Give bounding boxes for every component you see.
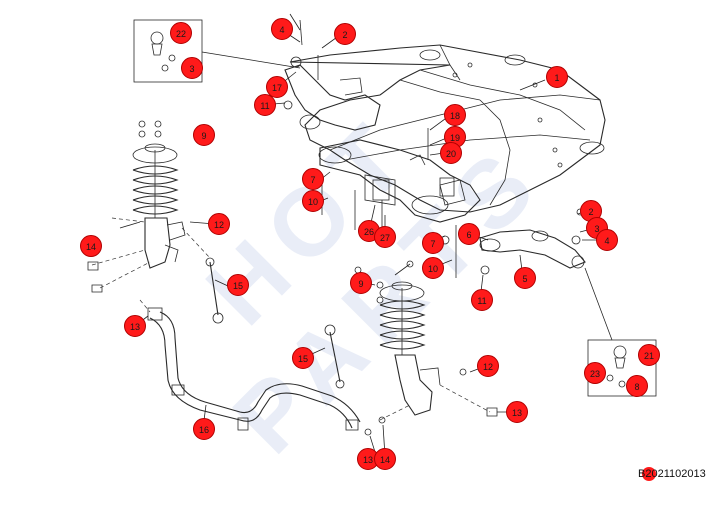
callout-12[interactable]: 12 xyxy=(208,213,230,235)
callout-17[interactable]: 17 xyxy=(266,76,288,98)
callout-16[interactable]: 16 xyxy=(193,418,215,440)
upper-control-arm-left xyxy=(284,56,381,131)
callout-4[interactable]: 4 xyxy=(596,229,618,251)
callout-22[interactable]: 22 xyxy=(170,22,192,44)
subframe-crossmember xyxy=(289,44,606,213)
right-strut-assembly xyxy=(376,260,498,421)
callout-2[interactable]: 2 xyxy=(334,23,356,45)
callout-10[interactable]: 10 xyxy=(302,190,324,212)
callout-2[interactable]: 2 xyxy=(580,200,602,222)
callout-13[interactable]: 13 xyxy=(506,401,528,423)
callout-5[interactable]: 5 xyxy=(514,267,536,289)
front-crossmember xyxy=(318,139,481,223)
callout-9[interactable]: 9 xyxy=(350,272,372,294)
callout-23[interactable]: 23 xyxy=(584,362,606,384)
callout-7[interactable]: 7 xyxy=(422,232,444,254)
suspension-exploded-diagram xyxy=(87,13,657,457)
callout-20[interactable]: 20 xyxy=(440,142,462,164)
reference-marker xyxy=(642,467,656,481)
callout-27[interactable]: 27 xyxy=(374,226,396,248)
callout-12[interactable]: 12 xyxy=(477,355,499,377)
callout-11[interactable]: 11 xyxy=(471,289,493,311)
callout-21[interactable]: 21 xyxy=(638,344,660,366)
left-strut-assembly xyxy=(87,120,186,293)
callout-3[interactable]: 3 xyxy=(181,57,203,79)
lower-control-arm xyxy=(479,229,613,341)
callout-4[interactable]: 4 xyxy=(271,18,293,40)
fasteners xyxy=(283,19,584,436)
ball-joint-inset-top xyxy=(133,19,301,83)
diagram-reference-code: B2021102013 xyxy=(638,468,706,480)
callout-13[interactable]: 13 xyxy=(124,315,146,337)
callout-9[interactable]: 9 xyxy=(193,124,215,146)
callout-18[interactable]: 18 xyxy=(444,104,466,126)
callout-14[interactable]: 14 xyxy=(80,235,102,257)
callout-11[interactable]: 11 xyxy=(254,94,276,116)
callout-14[interactable]: 14 xyxy=(374,448,396,470)
callout-15[interactable]: 15 xyxy=(292,347,314,369)
callout-7[interactable]: 7 xyxy=(302,168,324,190)
left-stabilizer-link xyxy=(181,227,224,324)
callout-10[interactable]: 10 xyxy=(422,257,444,279)
callout-1[interactable]: 1 xyxy=(546,66,568,88)
callout-8[interactable]: 8 xyxy=(626,375,648,397)
callout-6[interactable]: 6 xyxy=(458,223,480,245)
right-stabilizer-link xyxy=(324,324,345,389)
callout-15[interactable]: 15 xyxy=(227,274,249,296)
callout-13[interactable]: 13 xyxy=(357,448,379,470)
stabilizer-bar xyxy=(139,299,361,431)
